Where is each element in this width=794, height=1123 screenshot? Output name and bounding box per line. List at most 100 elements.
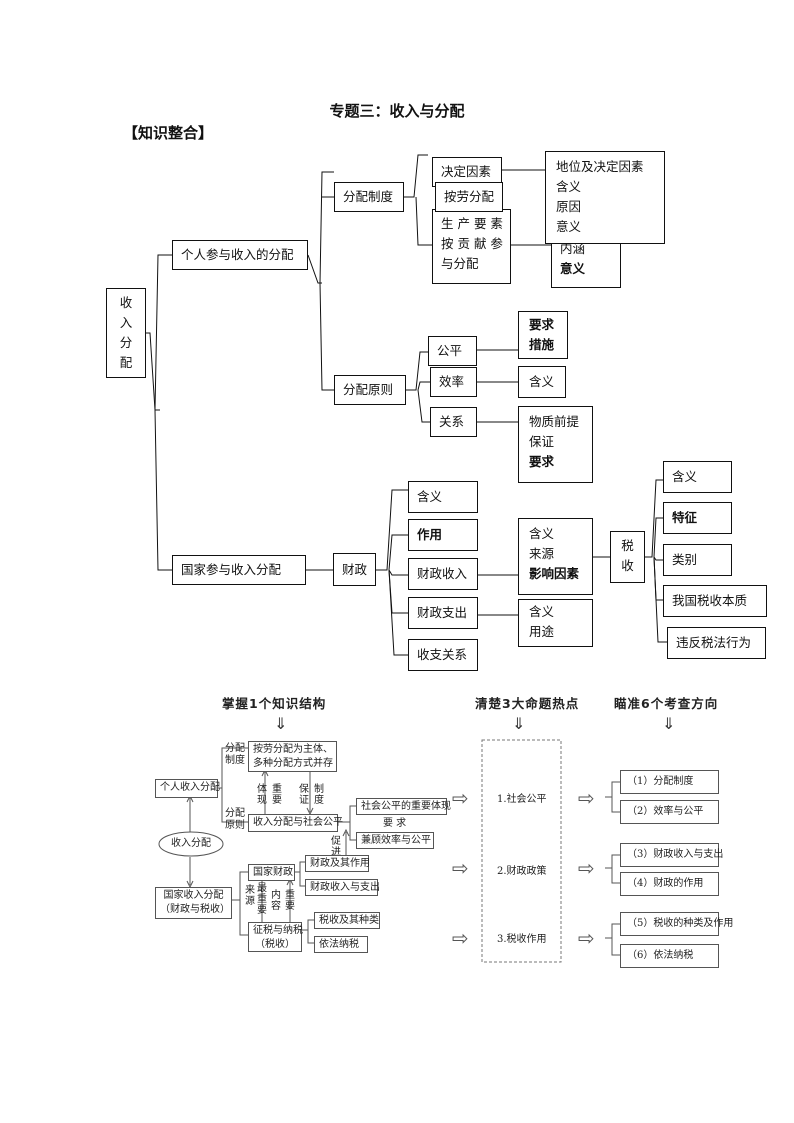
hotspot-heading: 清楚3大命题热点 — [475, 696, 580, 711]
right-arrow-icon: ⇨ — [452, 786, 469, 810]
relation-detail: 要求 — [529, 454, 555, 469]
revenue-detail: 影响因素 — [529, 566, 580, 581]
dist-system-line: 分配 — [225, 743, 245, 754]
system-line: 按劳分配为主体、 — [253, 744, 333, 755]
relation-detail: 保证 — [529, 434, 555, 449]
status-line: 地位及决定因素 — [556, 159, 644, 174]
fiscal-item-box: 收支关系 — [408, 639, 478, 671]
content-line: 内涵 — [560, 241, 586, 256]
fairness-detail-box: 要求 措施 — [518, 311, 568, 359]
expense-detail: 用途 — [529, 624, 555, 639]
tax-item-box: 含义 — [663, 461, 732, 493]
fairness-box: 公平 — [428, 336, 477, 366]
direction-item: （3）财政收入与支出 — [620, 843, 723, 867]
personal-distribution-box: 个人参与收入的分配 — [172, 240, 308, 270]
section-heading: 【知识整合】 — [123, 124, 214, 142]
hotspot-item: 3.税收作用 — [497, 934, 547, 945]
system-line: 多种分配方式并存 — [253, 758, 333, 769]
important-label: 重要 — [272, 784, 282, 806]
embody-label: 体现 — [257, 784, 267, 806]
source-label: 来源 — [245, 885, 255, 907]
fiscal-box: 财政 — [333, 553, 376, 586]
by-labor-box: 按劳分配 — [435, 182, 503, 212]
tax-char: 收 — [621, 558, 634, 573]
fiscal-right-box: 财政及其作用 — [305, 855, 370, 872]
significance-line: 意义 — [560, 261, 586, 276]
status-line: 意义 — [556, 219, 582, 234]
structure-heading: 掌握1个知识结构 — [222, 696, 327, 711]
right-arrow-icon: ⇨ — [452, 926, 469, 950]
national-income-line: （财政与税收） — [160, 904, 230, 915]
efficiency-box: 效率 — [430, 367, 477, 397]
tax-box: 征税与纳税 （税收） — [248, 922, 303, 952]
direction-item: （5）税收的种类及作用 — [620, 912, 733, 936]
down-arrow-icon: ⇓ — [274, 714, 288, 733]
requires-label: 要 求 — [383, 818, 407, 829]
tax-box-line: （税收） — [255, 939, 295, 950]
personal-income-box: 个人收入分配 — [155, 779, 220, 798]
root-box: 收 入 分 配 — [106, 288, 146, 378]
direction-item: （6）依法纳税 — [620, 944, 719, 968]
national-income-line: 国家收入分配 — [163, 890, 224, 901]
factor-line: 按 贡 献 参 — [441, 236, 503, 251]
relation-detail: 物质前提 — [529, 414, 580, 429]
guarantee-label: 保证 — [299, 784, 309, 806]
national-distribution-box: 国家参与收入分配 — [172, 555, 306, 585]
root-char: 配 — [119, 355, 133, 370]
tax-char: 税 — [621, 538, 634, 553]
root-char: 收 — [119, 295, 133, 310]
root-char: 分 — [119, 335, 133, 350]
most-important-label: 最重要 — [257, 883, 267, 916]
hotspot-item: 2.财政政策 — [497, 866, 547, 877]
dist-principle-line: 原则 — [225, 820, 245, 831]
dist-principle-line: 分配 — [225, 808, 245, 819]
expense-detail-box: 含义 用途 — [518, 599, 593, 647]
fiscal-item-box: 作用 — [408, 519, 478, 551]
tax-item-box: 我国税收本质 — [663, 585, 767, 617]
tax-right-box: 税收及其种类 — [314, 912, 380, 929]
distribution-principle-box: 分配原则 — [334, 375, 406, 405]
factor-contribution-box: 生 产 要 素 按 贡 献 参 与分配 — [432, 209, 511, 284]
tax-item-box: 特征 — [663, 502, 732, 534]
direction-item: （2）效率与公平 — [620, 800, 719, 824]
promote-label: 促进 — [331, 836, 341, 858]
relation-detail-box: 物质前提 保证 要求 — [518, 406, 593, 483]
page-title: 专题三：收入与分配 — [329, 102, 465, 120]
tax-item-box: 类别 — [663, 544, 732, 576]
center-oval-label: 收入分配 — [171, 838, 211, 849]
right-arrow-icon: ⇨ — [578, 856, 595, 880]
content-label: 内容 — [271, 890, 281, 912]
fair-right-box: 社会公平的重要体现 — [356, 798, 451, 815]
national-income-box: 国家收入分配 （财政与税收） — [155, 887, 232, 919]
fair-distribution-box: 收入分配与社会公平 — [248, 814, 343, 832]
state-fiscal-box: 国家财政 — [248, 864, 295, 881]
fairness-detail: 措施 — [529, 337, 555, 352]
down-arrow-icon: ⇓ — [512, 714, 526, 733]
factor-line: 生 产 要 素 — [441, 216, 503, 231]
tax-box-line: 征税与纳税 — [253, 925, 303, 936]
status-box: 地位及决定因素 含义 原因 意义 — [545, 151, 665, 244]
fiscal-item-box: 财政支出 — [408, 597, 478, 629]
hotspot-item: 1.社会公平 — [497, 794, 547, 805]
fiscal-item-box: 含义 — [408, 481, 478, 513]
right-arrow-icon: ⇨ — [452, 856, 469, 880]
expense-detail: 含义 — [529, 604, 555, 619]
revenue-detail-box: 含义 来源 影响因素 — [518, 518, 593, 595]
right-arrow-icon: ⇨ — [578, 926, 595, 950]
revenue-detail: 来源 — [529, 546, 555, 561]
dist-principle-label: 分配 原则 — [225, 808, 245, 832]
distribution-system-box: 分配制度 — [334, 182, 404, 212]
dist-system-line: 制度 — [225, 755, 245, 766]
right-arrow-icon: ⇨ — [578, 786, 595, 810]
tax-right-box: 依法纳税 — [314, 936, 368, 953]
status-line: 原因 — [556, 199, 582, 214]
tax-box: 税 收 — [610, 531, 645, 583]
efficiency-detail-box: 含义 — [518, 366, 566, 398]
direction-item: （1）分配制度 — [620, 770, 719, 794]
dist-system-label: 分配 制度 — [225, 743, 245, 767]
fairness-detail: 要求 — [529, 317, 555, 332]
important2-label: 重要 — [285, 890, 295, 912]
fiscal-right-box: 财政收入与支出 — [305, 879, 380, 896]
